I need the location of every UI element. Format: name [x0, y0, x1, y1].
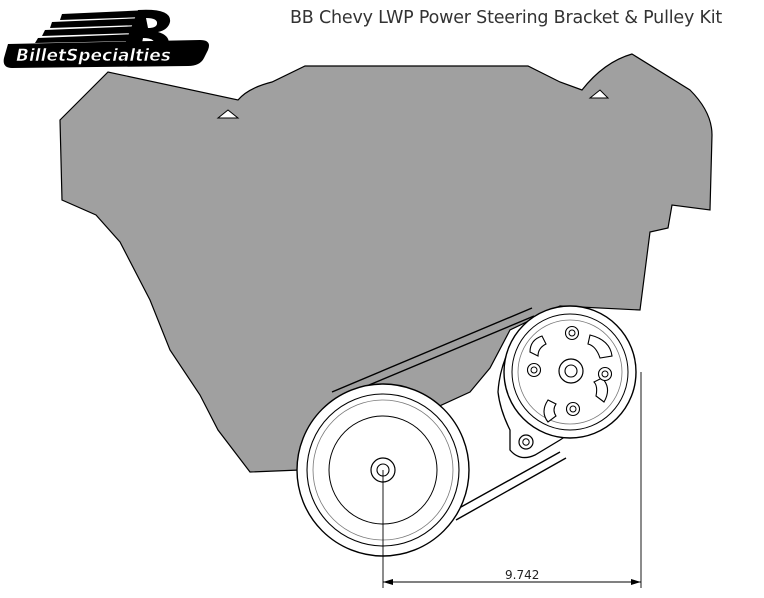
dimension-callout [382, 372, 642, 588]
engine-notch [588, 89, 610, 99]
engine-notch [216, 109, 240, 119]
power-steering-pulley [503, 305, 637, 439]
brand-logo: BilletSpecialties [3, 9, 209, 68]
logo-text: BilletSpecialties [16, 46, 171, 66]
diagram-title: BB Chevy LWP Power Steering Bracket & Pu… [290, 8, 723, 28]
dimension-arrow-left [383, 579, 393, 585]
bracket-bolt-hole [522, 438, 530, 446]
dimension-arrow-right [631, 579, 641, 585]
dimension-label: 9.742 [505, 568, 540, 582]
drive-belt [331, 307, 567, 521]
